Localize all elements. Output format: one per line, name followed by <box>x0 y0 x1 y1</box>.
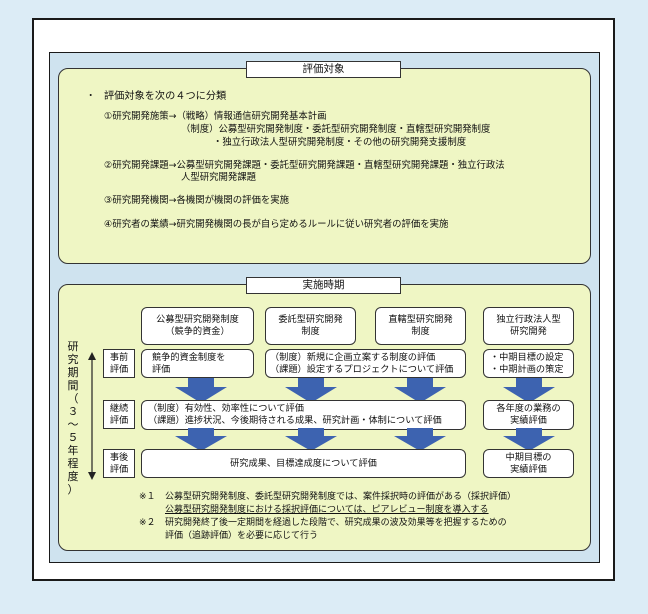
evaluation-target-panel <box>58 68 591 264</box>
target-line-3: ・独立行政法人型研究開発制度・その他の研究開発支援制度 <box>213 137 467 148</box>
note-1-line-2: 公募型研究開発制度における採択評価については、ピアレビュー制度を導入する <box>165 505 489 515</box>
bullet-mark: ・ <box>86 91 96 102</box>
target-line-1: ①研究開発施策→（戦略）情報通信研究開発基本計画 <box>104 111 327 122</box>
note-2-line-1: 研究開発終了後一定期間を経過した段階で、研究成果の波及効果等を把握するための <box>165 518 507 528</box>
flow-arrows-row2 <box>175 428 555 451</box>
target-line-6: ③研究開発機関→各機関が機関の評価を実施 <box>104 195 290 206</box>
note-1-line-1: 公募型研究開発制度、委託型研究開発制度では、案件採択時の評価がある（採択評価） <box>165 492 517 502</box>
stage-pre-evaluation: 事前評価 <box>103 349 135 378</box>
pre-eval-system-box: （制度）新規に企画立案する制度の評価（課題）設定するプロジェクトについて評価 <box>265 349 466 378</box>
pre-eval-independent-box: ・中期目標の設定・中期計画の策定 <box>483 349 574 378</box>
flow-arrows-row1 <box>175 378 555 403</box>
period-arrow-icon <box>88 352 96 480</box>
note-1-mark: ※１ <box>139 492 156 502</box>
column-header-commissioned: 委託型研究開発制度 <box>265 307 356 345</box>
stage-continuing-evaluation: 継続評価 <box>103 400 135 429</box>
research-period-label: 研 究 期 間 （ ３ ～ ５ 年 程 度 ） <box>67 340 79 496</box>
column-header-independent: 独立行政法人型研究開発 <box>483 307 574 345</box>
cont-eval-independent-box: 各年度の業務の実績評価 <box>483 400 574 430</box>
note-2-mark: ※２ <box>139 518 156 528</box>
column-header-direct: 直轄型研究開発制度 <box>375 307 466 345</box>
column-header-public: 公募型研究開発制度（競争的資金） <box>141 307 254 345</box>
cont-eval-main-box: （制度）有効性、効率性について評価（課題）進捗状況、今後期待される成果、研究計画… <box>141 400 466 430</box>
target-line-2: （制度）公募型研究開発制度・委託型研究開発制度・直轄型研究開発制度 <box>181 124 491 135</box>
implementation-timing-title: 実施時期 <box>246 277 401 294</box>
target-line-4: ②研究開発課題→公募型研究開発課題・委託型研究開発課題・直轄型研究開発課題・独立… <box>104 160 505 171</box>
pre-eval-public-box: 競争的資金制度を評価 <box>141 349 254 378</box>
post-eval-main-box: 研究成果、目標達成度について評価 <box>141 449 466 478</box>
target-line-5: 人型研究開発課題 <box>181 172 257 183</box>
note-2-line-2: 評価（追跡評価）を必要に応じて行う <box>165 531 319 541</box>
target-heading: 評価対象を次の４つに分類 <box>104 91 227 102</box>
stage-post-evaluation: 事後評価 <box>103 449 135 478</box>
evaluation-target-title: 評価対象 <box>246 61 401 78</box>
post-eval-independent-box: 中期目標の実績評価 <box>483 449 574 478</box>
target-line-7: ④研究者の業績→研究開発機関の長が自ら定めるルールに従い研究者の評価を実施 <box>104 219 449 230</box>
